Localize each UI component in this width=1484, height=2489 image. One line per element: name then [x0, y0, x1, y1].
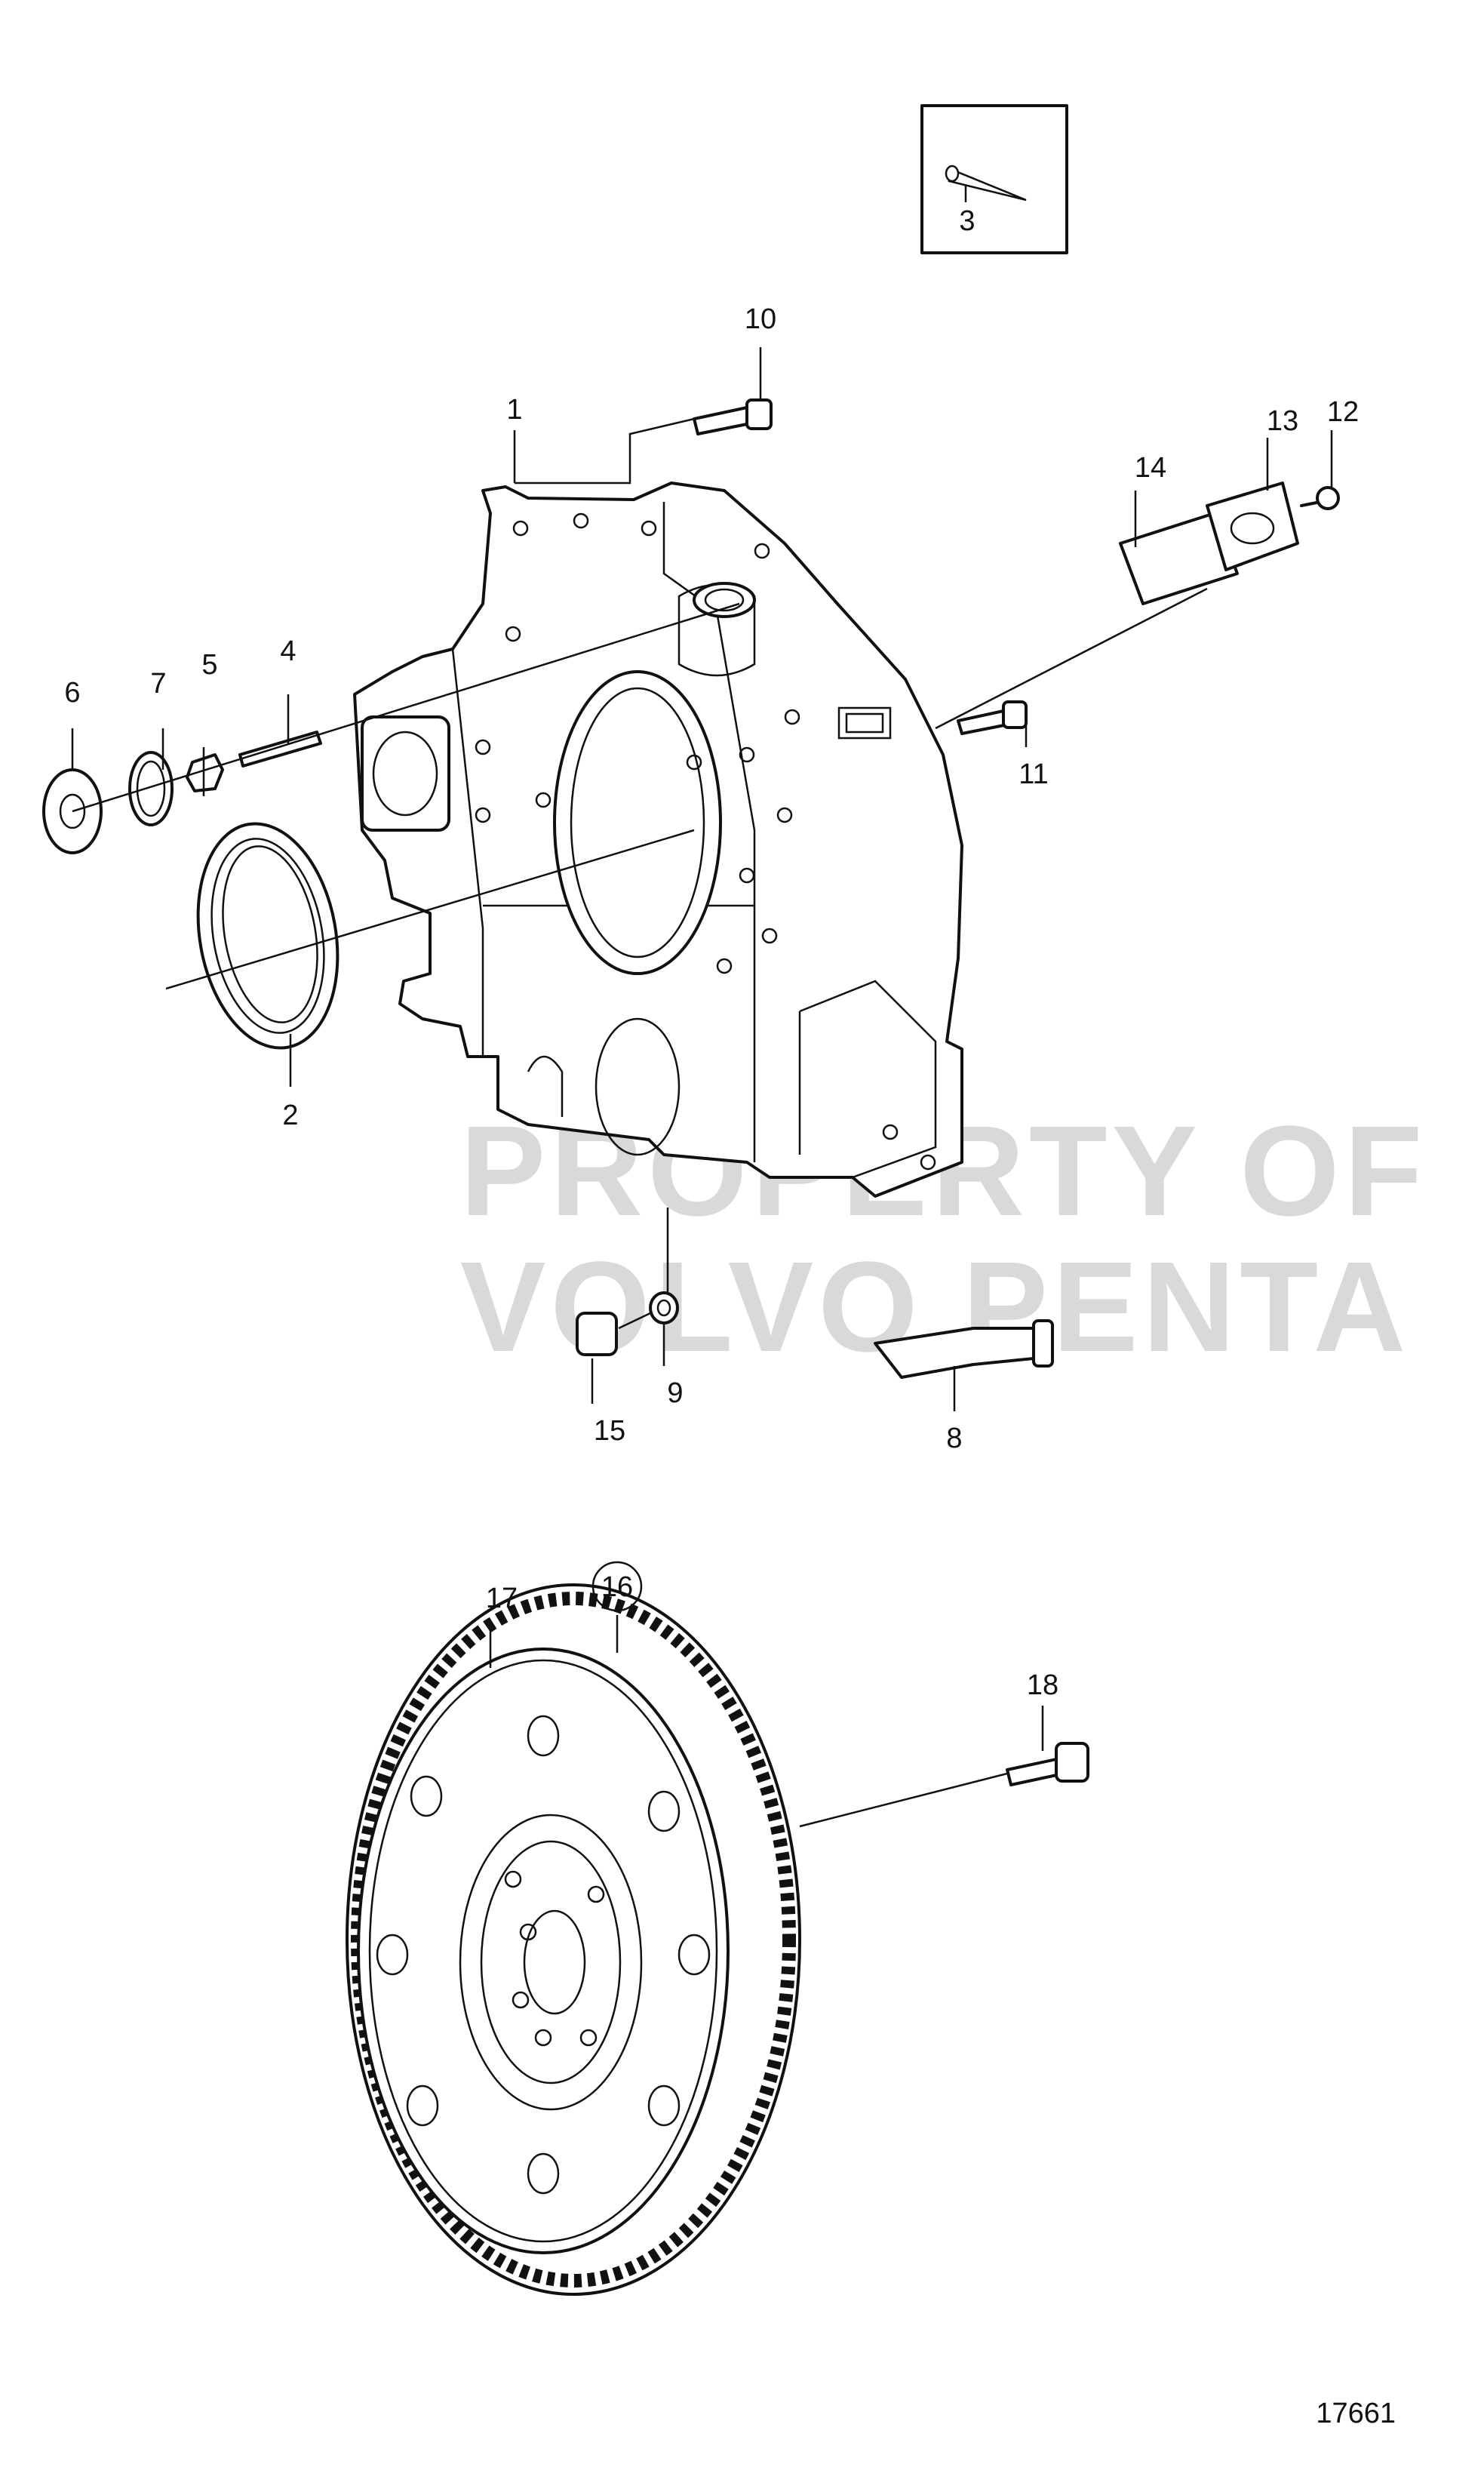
- nut-part-5: [186, 753, 224, 792]
- flywheel-disc-part-17: [357, 1648, 730, 2254]
- label-part-7: 7: [150, 668, 166, 700]
- label-part-12: 12: [1327, 396, 1359, 428]
- label-part-15: 15: [594, 1415, 625, 1447]
- housing-bolt-holes: [475, 512, 936, 1171]
- drain-plug-part-15: [576, 1312, 618, 1356]
- label-part-18: 18: [1027, 1669, 1058, 1701]
- bolt-part-11: [957, 700, 1028, 735]
- flywheel-housing: [353, 481, 963, 1198]
- sealant-cartridge: [948, 168, 1027, 202]
- part-3-inset: [920, 104, 1068, 254]
- label-part-8: 8: [946, 1423, 962, 1454]
- part-16-circle: [591, 1561, 643, 1612]
- label-part-6: 6: [64, 677, 80, 709]
- label-part-5: 5: [201, 649, 217, 681]
- washer-part-9: [649, 1291, 679, 1324]
- label-part-2: 2: [282, 1100, 298, 1131]
- inset-box: [920, 104, 1068, 254]
- label-part-13: 13: [1267, 405, 1298, 437]
- label-part-4: 4: [280, 635, 296, 667]
- figure-number: 17661: [1316, 2398, 1396, 2429]
- screw-part-12: [1316, 486, 1340, 510]
- washer-part-7: [128, 751, 174, 826]
- label-part-3: 3: [959, 205, 975, 237]
- label-part-17: 17: [486, 1583, 518, 1614]
- label-part-10: 10: [745, 303, 776, 335]
- label-part-14: 14: [1135, 452, 1166, 484]
- bolt-part-10: [693, 398, 773, 435]
- crankshaft-seal: [196, 822, 340, 1050]
- inspection-cover: [1119, 481, 1340, 605]
- sealant-tube-part-8: [874, 1319, 1054, 1379]
- label-part-11: 11: [1019, 758, 1048, 790]
- flywheel: [346, 1583, 801, 2296]
- flywheel-bolt-holes: [376, 1715, 711, 2195]
- leader-lines: [71, 347, 1333, 1828]
- part-labels: 1 2 3 4 5 6 7 8 9 10 11 12 13 14 15 16 1…: [64, 205, 1359, 1701]
- cover-part-13: [1206, 481, 1299, 571]
- label-part-16: 16: [601, 1571, 633, 1603]
- label-part-9: 9: [667, 1377, 683, 1409]
- drain-plug-assembly: [576, 1291, 679, 1356]
- flywheel-bolt-part-18: [1006, 1742, 1089, 1786]
- label-part-1: 1: [506, 394, 522, 426]
- gasket-part-14: [1119, 512, 1239, 605]
